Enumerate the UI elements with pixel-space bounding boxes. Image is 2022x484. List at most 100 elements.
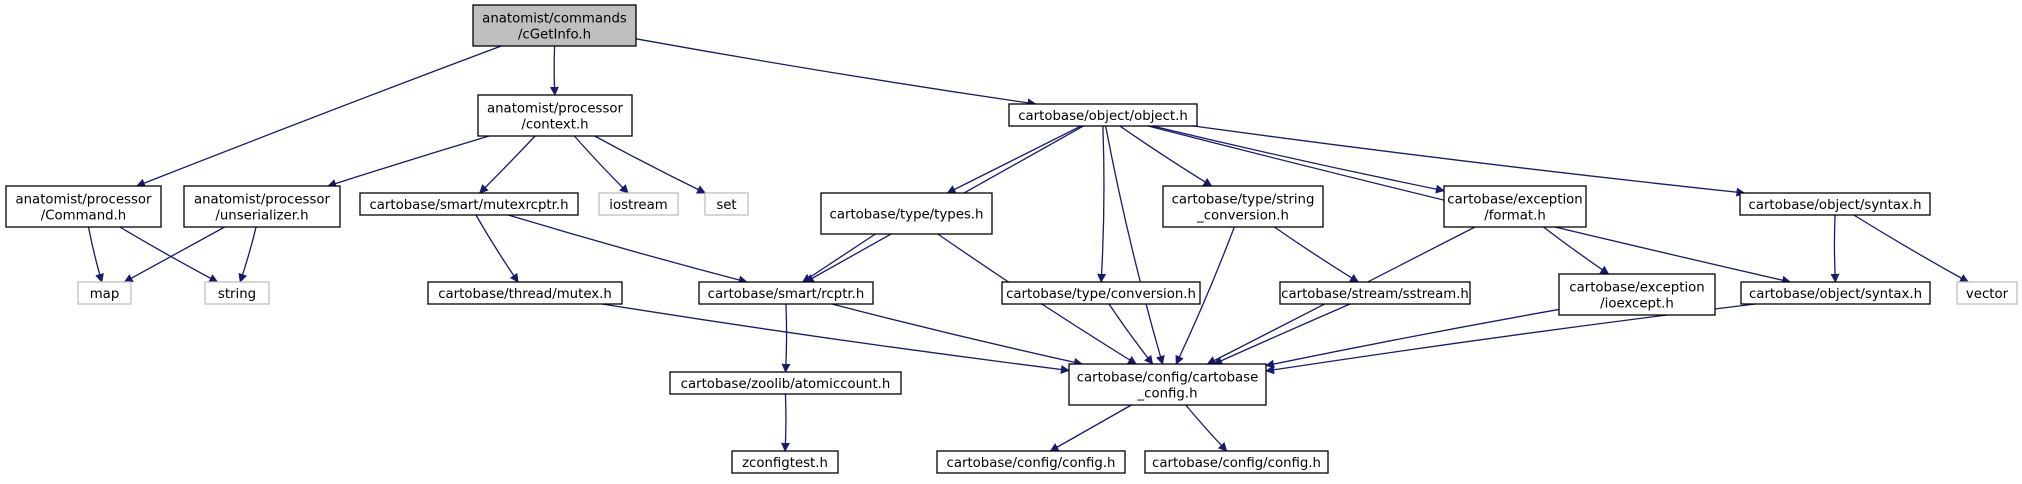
node-config2[interactable]: cartobase/config/config.h <box>1144 450 1329 474</box>
edge-context-to-set <box>594 135 706 194</box>
node-box-set <box>704 192 749 216</box>
node-cartobase_config[interactable]: cartobase/config/cartobase_config.h <box>1068 363 1267 406</box>
node-command[interactable]: anatomist/processor/Command.h <box>5 185 162 228</box>
edge-object-to-syntax1 <box>1193 125 1746 197</box>
node-types[interactable]: cartobase/type/types.h <box>820 192 993 235</box>
node-box-cgetinfo <box>472 4 637 47</box>
node-box-unserializer <box>183 185 341 228</box>
node-label-config2-line-0: cartobase/config/config.h <box>1152 456 1321 471</box>
edge-sstream-to-cartobase_config <box>1213 303 1351 365</box>
edge-object-to-string_conversion <box>1119 125 1213 187</box>
node-label-set-line-0: set <box>716 198 736 213</box>
node-zconfigtest[interactable]: zconfigtest.h <box>731 450 839 474</box>
node-mutexrcptr[interactable]: cartobase/smart/mutexrcptr.h <box>359 192 579 216</box>
node-label-syntax1-line-0: cartobase/object/syntax.h <box>1748 198 1921 213</box>
node-label-rcptr-line-0: cartobase/smart/rcptr.h <box>708 287 865 302</box>
node-label-map-line-0: map <box>90 287 120 302</box>
node-label-command-line-1: /Command.h <box>41 209 126 224</box>
node-sstream[interactable]: cartobase/stream/sstream.h <box>1279 281 1471 305</box>
edge-string_conversion-to-sstream <box>1273 226 1359 283</box>
node-box-vector <box>1956 281 2018 305</box>
node-context[interactable]: anatomist/processor/context.h <box>477 94 633 137</box>
node-label-cgetinfo-line-0: anatomist/commands <box>482 12 627 27</box>
node-label-string_conversion-line-0: cartobase/type/string <box>1172 193 1315 208</box>
edge-context-to-unserializer <box>327 135 490 188</box>
node-string_conversion[interactable]: cartobase/type/string_conversion.h <box>1162 185 1324 228</box>
node-mutex[interactable]: cartobase/thread/mutex.h <box>427 281 623 305</box>
node-box-mutexrcptr <box>359 192 579 216</box>
node-box-string <box>204 281 270 305</box>
node-iostream[interactable]: iostream <box>598 192 679 216</box>
node-label-syntax2-line-0: cartobase/object/syntax.h <box>1749 287 1922 302</box>
node-map[interactable]: map <box>77 281 132 305</box>
node-label-exc_format-line-1: /format.h <box>1484 209 1546 224</box>
node-atomiccount[interactable]: cartobase/zoolib/atomiccount.h <box>669 371 902 395</box>
edge-cartobase_config-to-config2 <box>1185 404 1228 452</box>
node-label-conversion-line-0: cartobase/type/conversion.h <box>1006 287 1196 302</box>
node-label-ioexcept-line-0: cartobase/exception <box>1569 281 1704 296</box>
node-label-context-line-1: /context.h <box>521 118 588 133</box>
edge-mutexrcptr-to-rcptr <box>507 214 748 285</box>
edge-ioexcept-to-cartobase_config <box>1265 308 1560 369</box>
node-object[interactable]: cartobase/object/object.h <box>1008 103 1198 127</box>
node-string[interactable]: string <box>204 281 270 305</box>
node-box-command <box>5 185 162 228</box>
node-label-command-line-0: anatomist/processor <box>15 193 152 208</box>
edge-context-to-iostream <box>573 135 629 194</box>
edge-cgetinfo-to-context <box>549 45 559 96</box>
edge-cgetinfo-to-command <box>136 45 502 188</box>
node-rcptr[interactable]: cartobase/smart/rcptr.h <box>698 281 874 305</box>
node-set[interactable]: set <box>704 192 749 216</box>
node-box-object <box>1008 103 1198 127</box>
node-label-string-line-0: string <box>218 287 256 302</box>
node-label-string_conversion-line-1: _conversion.h <box>1196 209 1289 224</box>
node-unserializer[interactable]: anatomist/processor/unserializer.h <box>183 185 341 228</box>
node-label-iostream-line-0: iostream <box>609 198 667 213</box>
edge-conversion-to-cartobase_config <box>1108 303 1154 365</box>
edge-mutexrcptr-to-mutex <box>475 214 519 283</box>
node-label-unserializer-line-1: /unserializer.h <box>215 209 308 224</box>
node-box-sstream <box>1279 281 1471 305</box>
node-box-exc_format <box>1443 185 1587 228</box>
node-syntax2[interactable]: cartobase/object/syntax.h <box>1740 281 1931 305</box>
edge-exc_format-to-ioexcept <box>1543 226 1610 275</box>
edge-cgetinfo-to-object <box>635 38 1037 108</box>
node-label-zconfigtest-line-0: zconfigtest.h <box>742 456 828 471</box>
node-box-rcptr <box>698 281 874 305</box>
node-label-cartobase_config-line-1: _config.h <box>1137 387 1198 402</box>
edge-object-to-types <box>946 125 1082 194</box>
node-ioexcept[interactable]: cartobase/exception/ioexcept.h <box>1558 273 1716 316</box>
node-exc_format[interactable]: cartobase/exception/format.h <box>1443 185 1587 228</box>
edge-types-to-rcptr <box>801 233 876 283</box>
edge-atomiccount-to-zconfigtest <box>781 393 791 452</box>
node-box-atomiccount <box>669 371 902 395</box>
edges-layer <box>87 38 1969 452</box>
node-label-object-line-0: cartobase/object/object.h <box>1018 109 1188 124</box>
node-label-vector-line-0: vector <box>1966 287 2009 302</box>
node-cgetinfo[interactable]: anatomist/commands/cGetInfo.h <box>472 4 637 47</box>
node-box-types <box>820 192 993 235</box>
node-box-cartobase_config <box>1068 363 1267 406</box>
node-box-syntax1 <box>1739 192 1931 216</box>
edge-syntax1-to-vector <box>1853 214 1969 283</box>
node-label-unserializer-line-0: anatomist/processor <box>194 193 331 208</box>
node-label-exc_format-line-0: cartobase/exception <box>1447 193 1582 208</box>
node-syntax1[interactable]: cartobase/object/syntax.h <box>1739 192 1931 216</box>
edge-command-to-string <box>119 226 219 283</box>
node-box-string_conversion <box>1162 185 1324 228</box>
node-box-syntax2 <box>1740 281 1931 305</box>
node-box-config2 <box>1144 450 1329 474</box>
edge-syntax1-to-syntax2 <box>1830 214 1840 283</box>
node-config1[interactable]: cartobase/config/config.h <box>936 450 1126 474</box>
edge-unserializer-to-string <box>238 226 257 283</box>
edge-object-to-conversion <box>1097 125 1107 283</box>
node-label-types-line-0: cartobase/type/types.h <box>830 208 984 223</box>
node-conversion[interactable]: cartobase/type/conversion.h <box>1001 281 1201 305</box>
node-box-ioexcept <box>1558 273 1716 316</box>
node-box-config1 <box>936 450 1126 474</box>
node-label-mutex-line-0: cartobase/thread/mutex.h <box>438 287 612 302</box>
edge-string_conversion-to-cartobase_config <box>1175 226 1235 365</box>
node-vector[interactable]: vector <box>1956 281 2018 305</box>
edge-mutex-to-cartobase_config <box>602 303 1070 374</box>
